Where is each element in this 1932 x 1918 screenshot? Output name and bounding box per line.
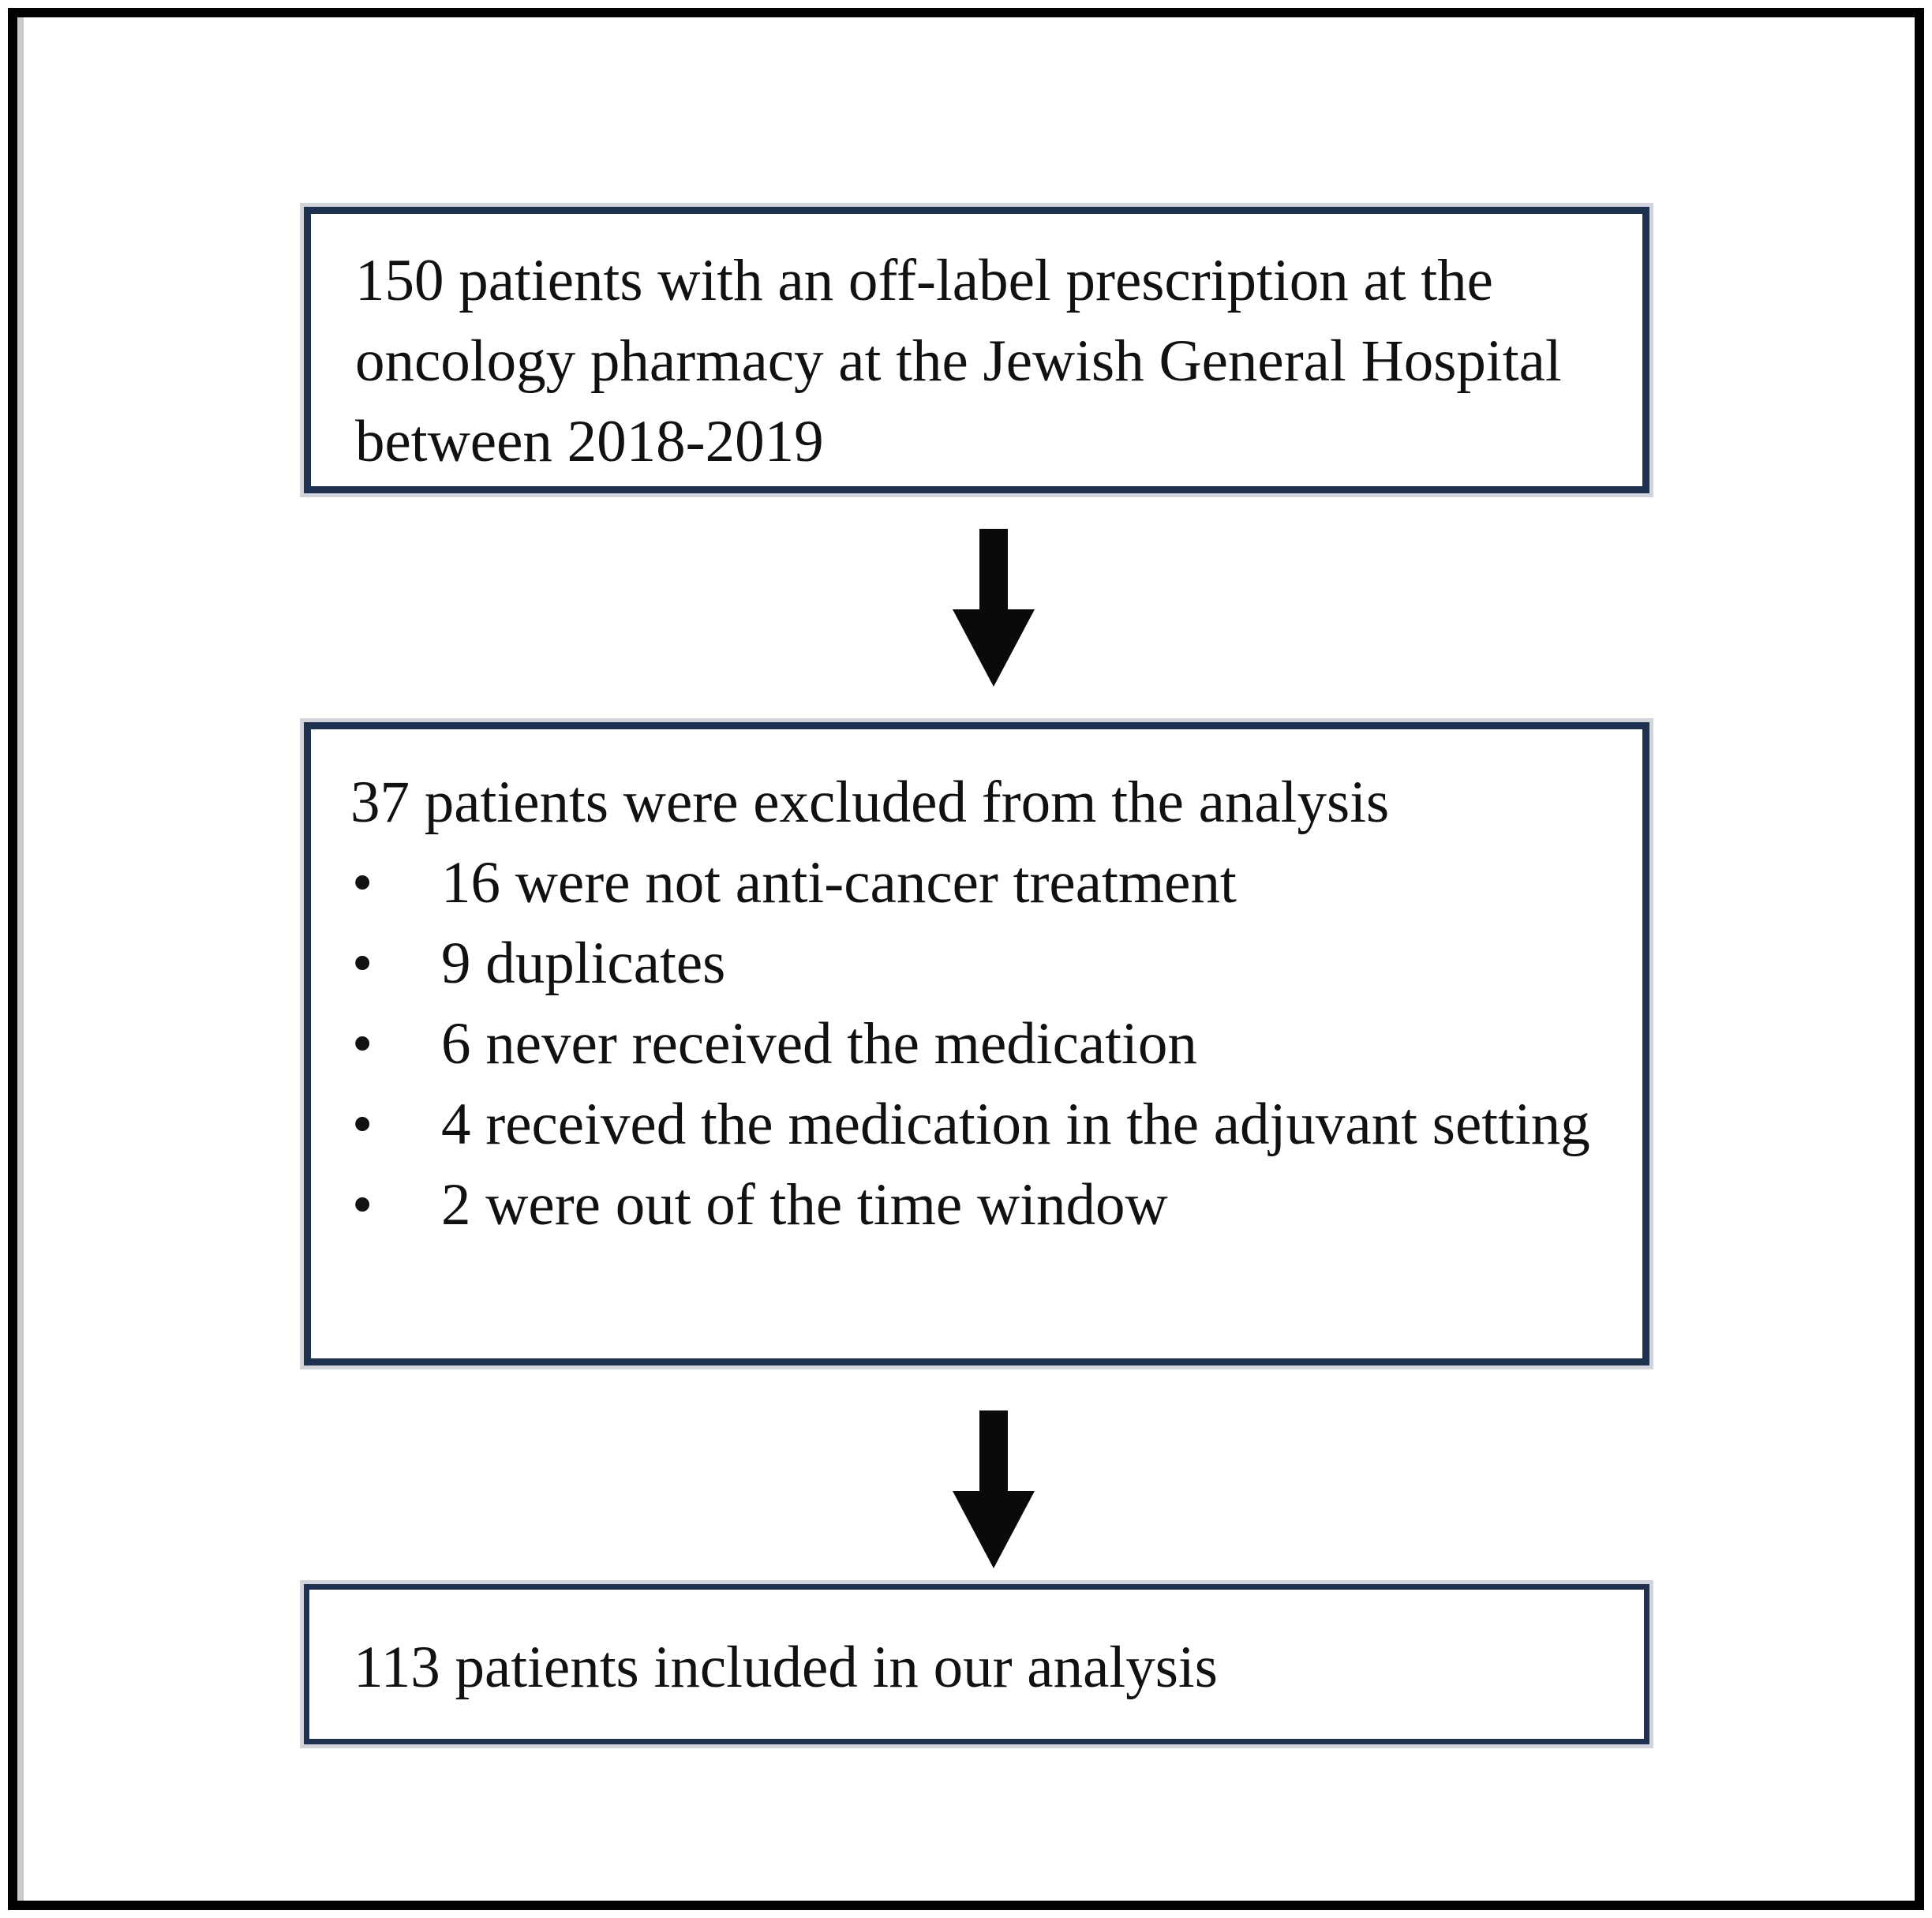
arrow-shaft	[979, 529, 1008, 609]
list-item: • 2 were out of the time window	[350, 1165, 1603, 1246]
arrow-head	[953, 1491, 1035, 1568]
list-item: • 9 duplicates	[350, 923, 1603, 1004]
list-item: • 16 were not anti-cancer treatment	[350, 843, 1603, 923]
arrow-shaft	[979, 1410, 1008, 1491]
initial-population-text: 150 patients with an off-label prescript…	[355, 248, 1562, 474]
down-arrow-icon	[953, 529, 1035, 687]
bullet-icon: •	[352, 850, 373, 916]
arrow-head	[953, 609, 1035, 687]
figure-frame: 150 patients with an off-label prescript…	[8, 8, 1924, 1910]
excluded-reason: 16 were not anti-cancer treatment	[441, 850, 1237, 916]
excluded-reason: 6 never received the medication	[441, 1011, 1197, 1077]
bullet-icon: •	[352, 1011, 373, 1077]
excluded-reason: 4 received the medication in the adjuvan…	[441, 1092, 1590, 1157]
bullet-icon: •	[352, 931, 373, 996]
list-item: • 6 never received the medication	[350, 1004, 1603, 1084]
flow-box-excluded: 37 patients were excluded from the analy…	[300, 718, 1653, 1369]
flow-box-initial: 150 patients with an off-label prescript…	[300, 203, 1653, 497]
excluded-reason: 2 were out of the time window	[441, 1172, 1168, 1238]
bullet-icon: •	[352, 1172, 373, 1238]
list-item: • 4 received the medication in the adjuv…	[350, 1084, 1603, 1165]
excluded-reasons-list: • 16 were not anti-cancer treatment • 9 …	[350, 843, 1603, 1246]
flow-box-included: 113 patients included in our analysis	[300, 1580, 1653, 1748]
down-arrow-icon	[953, 1410, 1035, 1568]
excluded-reason: 9 duplicates	[441, 931, 726, 996]
bullet-icon: •	[352, 1092, 373, 1157]
excluded-title: 37 patients were excluded from the analy…	[350, 770, 1390, 835]
included-population-text: 113 patients included in our analysis	[354, 1635, 1218, 1700]
